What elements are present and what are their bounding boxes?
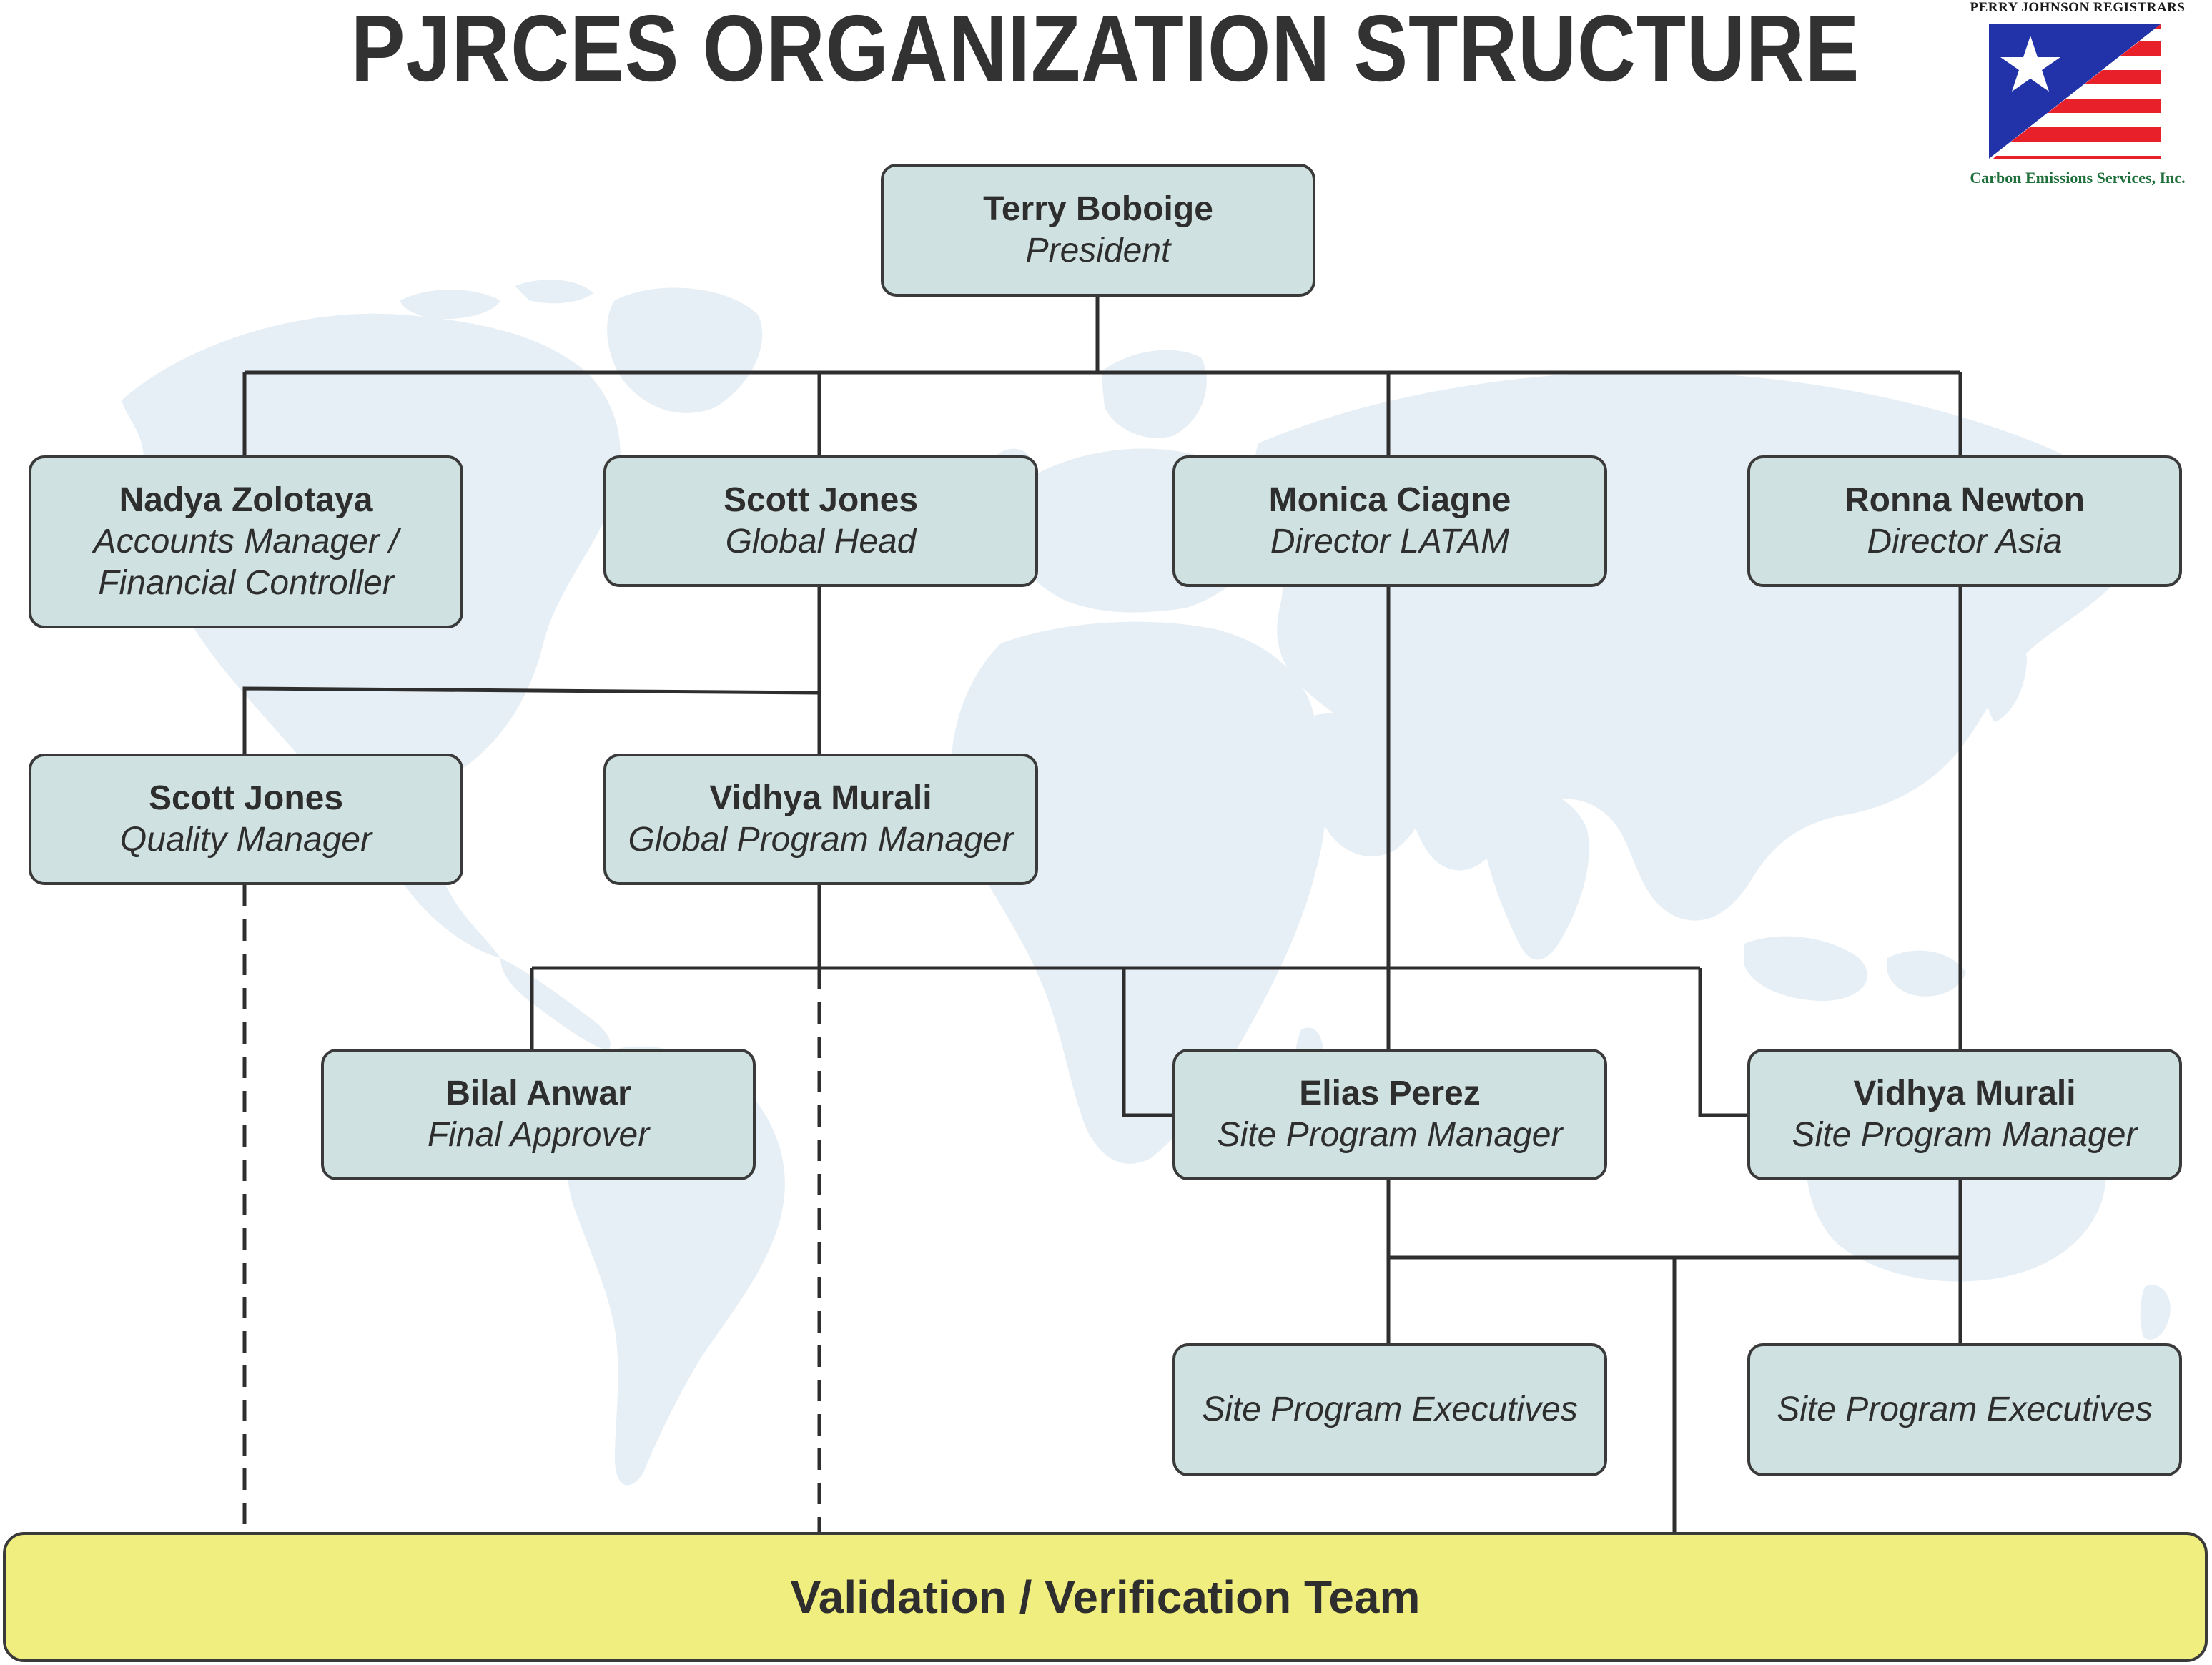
team-label: Validation / Verification Team <box>790 1571 1421 1623</box>
node-global-head: Scott Jones Global Head <box>603 455 1038 587</box>
page-title: PJRCES ORGANIZATION STRUCTURE <box>350 0 1860 101</box>
node-role: Global Program Manager <box>628 821 1014 859</box>
node-role: Site Program Executives <box>1777 1390 2153 1428</box>
star-flag-icon <box>1989 24 2161 159</box>
node-global-program-manager: Vidhya Murali Global Program Manager <box>603 754 1038 885</box>
validation-verification-team: Validation / Verification Team <box>3 1532 2208 1662</box>
node-role: Financial Controller <box>98 564 394 602</box>
node-name: Vidhya Murali <box>709 779 932 817</box>
node-role: Accounts Manager / <box>93 523 399 560</box>
node-quality-manager: Scott Jones Quality Manager <box>29 754 463 885</box>
connector-to-site-pm-latam <box>1122 968 1174 1117</box>
node-role: President <box>1025 232 1171 270</box>
node-role: Director Asia <box>1867 523 2063 560</box>
connector-to-site-pm-asia <box>1698 968 1749 1117</box>
node-director-asia: Ronna Newton Director Asia <box>1747 455 2182 587</box>
node-name: Bilal Anwar <box>445 1074 631 1112</box>
node-role: Site Program Manager <box>1217 1116 1563 1154</box>
dashed-connectors <box>242 885 821 1532</box>
node-director-latam: Monica Ciagne Director LATAM <box>1172 455 1607 587</box>
node-site-pm-asia: Vidhya Murali Site Program Manager <box>1747 1049 2182 1180</box>
node-name: Elias Perez <box>1299 1074 1481 1112</box>
node-site-executives-asia: Site Program Executives <box>1747 1343 2182 1476</box>
node-site-pm-latam: Elias Perez Site Program Manager <box>1172 1049 1607 1180</box>
node-name: Nadya Zolotaya <box>119 481 373 519</box>
node-role: Director LATAM <box>1270 523 1510 560</box>
node-name: Ronna Newton <box>1845 481 2085 519</box>
connector-lines <box>242 296 1962 1532</box>
logo-top-text: PERRY JOHNSON REGISTRARS <box>1970 0 2186 15</box>
node-name: Scott Jones <box>148 779 344 817</box>
node-name: Terry Boboige <box>983 190 1213 228</box>
node-accounts-manager: Nadya Zolotaya Accounts Manager / Financ… <box>29 455 463 628</box>
logo-bottom-text: Carbon Emissions Services, Inc. <box>1970 169 2186 187</box>
node-president: Terry Boboige President <box>881 164 1315 297</box>
node-name: Scott Jones <box>723 481 919 519</box>
node-role: Site Program Executives <box>1202 1390 1578 1428</box>
node-site-executives-latam: Site Program Executives <box>1172 1343 1607 1476</box>
node-role: Site Program Manager <box>1792 1116 2138 1154</box>
flag-star <box>2000 36 2060 92</box>
connector-to-quality <box>242 686 820 754</box>
node-role: Final Approver <box>427 1116 650 1154</box>
node-role: Quality Manager <box>119 821 372 859</box>
node-role: Global Head <box>725 523 917 560</box>
node-name: Vidhya Murali <box>1853 1074 2076 1112</box>
node-name: Monica Ciagne <box>1268 481 1511 519</box>
node-final-approver: Bilal Anwar Final Approver <box>321 1049 756 1180</box>
